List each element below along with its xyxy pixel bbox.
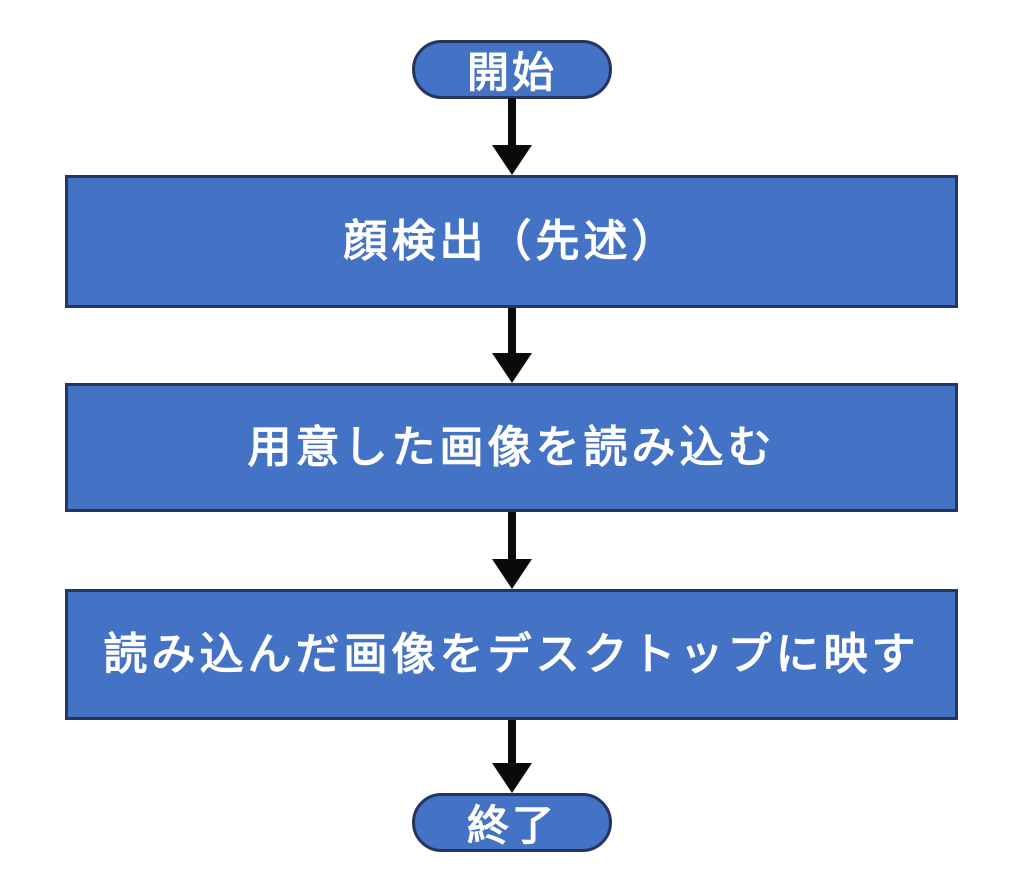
process-box-load-image: 用意した画像を読み込む xyxy=(65,383,958,512)
process-box-label: 読み込んだ画像をデスクトップに映す xyxy=(103,629,920,679)
arrow-down-icon xyxy=(492,763,532,793)
end-terminal-label: 終了 xyxy=(466,802,557,849)
start-terminal: 開始 xyxy=(412,40,612,99)
arrow-stem xyxy=(508,720,516,763)
flow-arrow-1 xyxy=(492,98,532,175)
arrow-down-icon xyxy=(492,145,532,175)
arrow-stem xyxy=(508,98,516,145)
flow-arrow-4 xyxy=(492,720,532,793)
process-box-label: 用意した画像を読み込む xyxy=(247,422,776,472)
arrow-down-icon xyxy=(492,353,532,383)
flow-arrow-3 xyxy=(492,512,532,589)
process-box-show-image: 読み込んだ画像をデスクトップに映す xyxy=(65,589,958,720)
arrow-stem xyxy=(508,308,516,353)
process-box-face-detection: 顔検出（先述） xyxy=(65,175,958,308)
flow-arrow-2 xyxy=(492,308,532,383)
arrow-down-icon xyxy=(492,559,532,589)
arrow-stem xyxy=(508,512,516,559)
end-terminal: 終了 xyxy=(412,793,612,852)
start-terminal-label: 開始 xyxy=(466,49,557,96)
process-box-label: 顔検出（先述） xyxy=(343,216,680,266)
